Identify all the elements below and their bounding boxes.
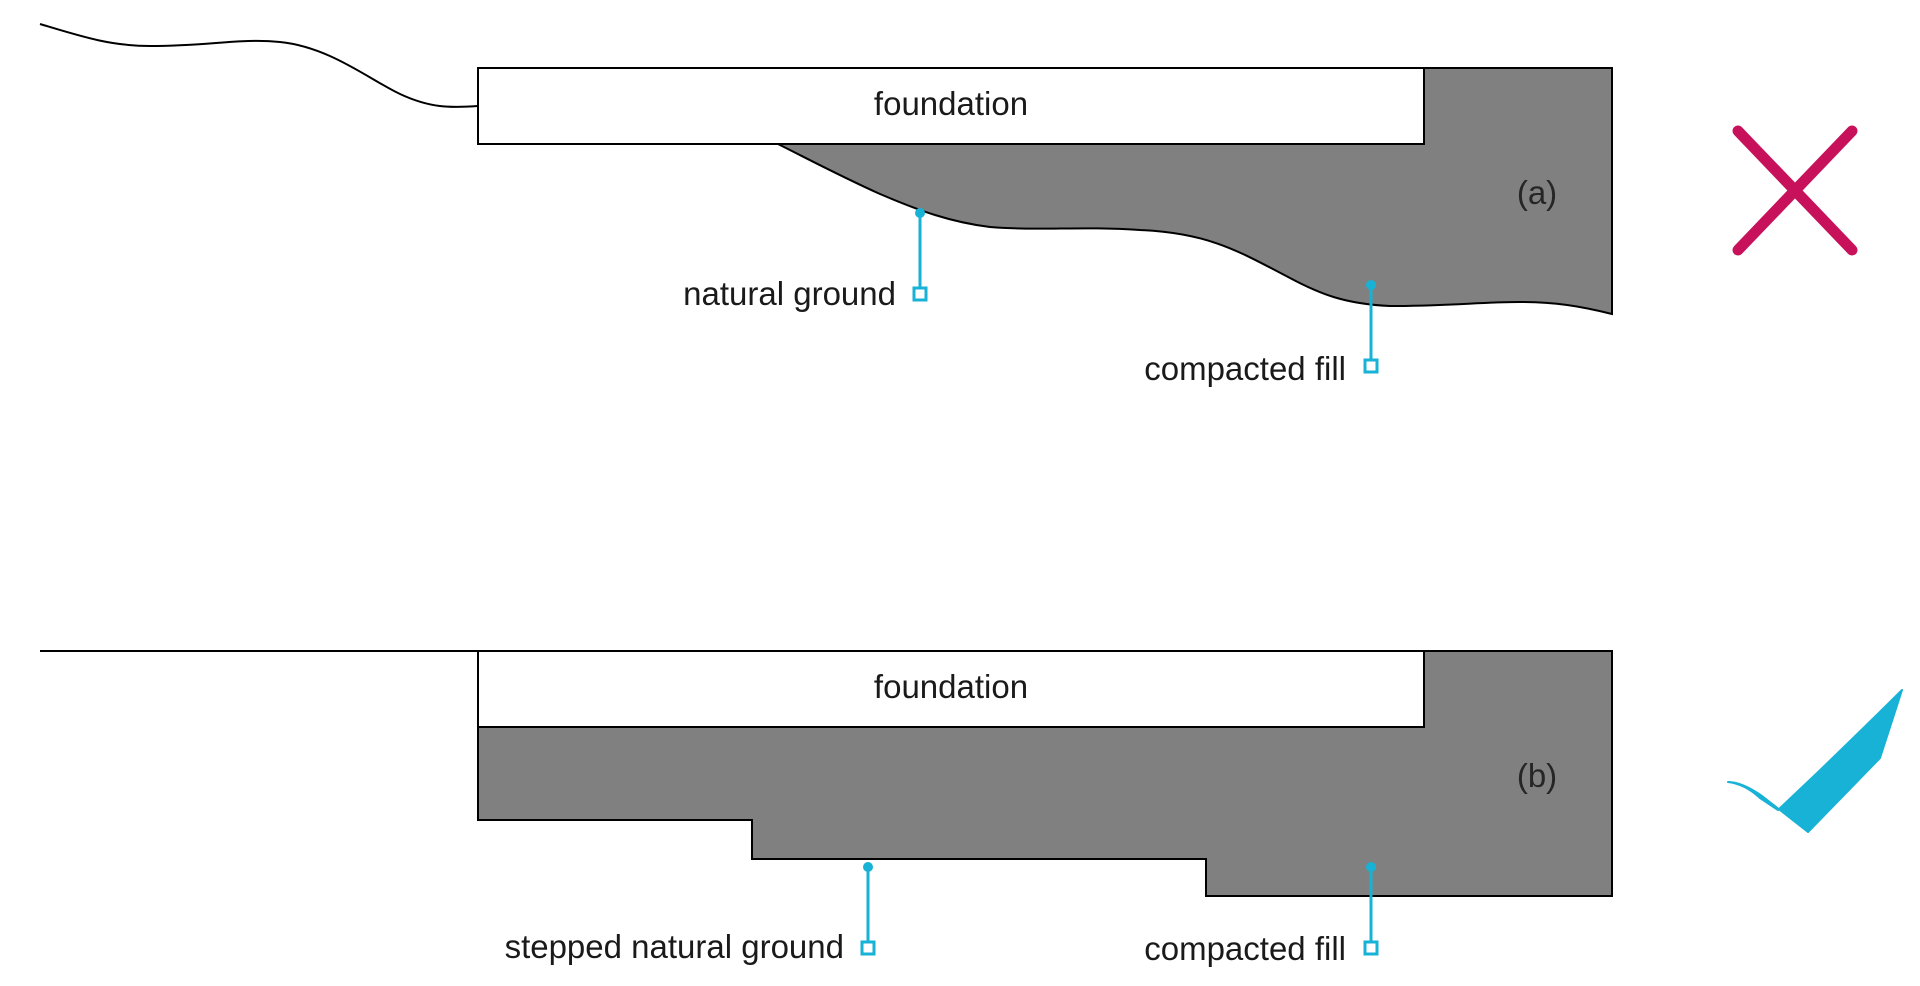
foundation-block-a	[477, 67, 1425, 145]
leader-compacted-fill-a	[1363, 280, 1379, 374]
leader-natural-ground-a	[912, 208, 928, 302]
panel-a: foundation (a) natural ground compacted …	[39, 23, 1858, 387]
compacted-fill-label-b: compacted fill	[1144, 930, 1346, 967]
ground-surface-line-a	[39, 23, 479, 108]
cross-icon	[1732, 125, 1858, 256]
natural-ground-label-a: natural ground	[683, 275, 896, 312]
foundation-label-b: foundation	[874, 668, 1028, 705]
leader-natural-ground-b	[860, 862, 876, 956]
foundation-block-b	[477, 650, 1425, 728]
foundation-label-a: foundation	[874, 85, 1028, 122]
natural-ground-label-b: stepped natural ground	[505, 928, 844, 965]
check-icon	[1727, 689, 1903, 833]
panel-tag-a: (a)	[1517, 174, 1557, 211]
panel-b: foundation (b) stepped natural ground co…	[40, 650, 1903, 967]
compacted-fill-label-a: compacted fill	[1144, 350, 1346, 387]
panel-tag-b: (b)	[1517, 757, 1557, 794]
leader-compacted-fill-b	[1363, 862, 1379, 956]
compacted-fill-a	[777, 67, 1613, 316]
